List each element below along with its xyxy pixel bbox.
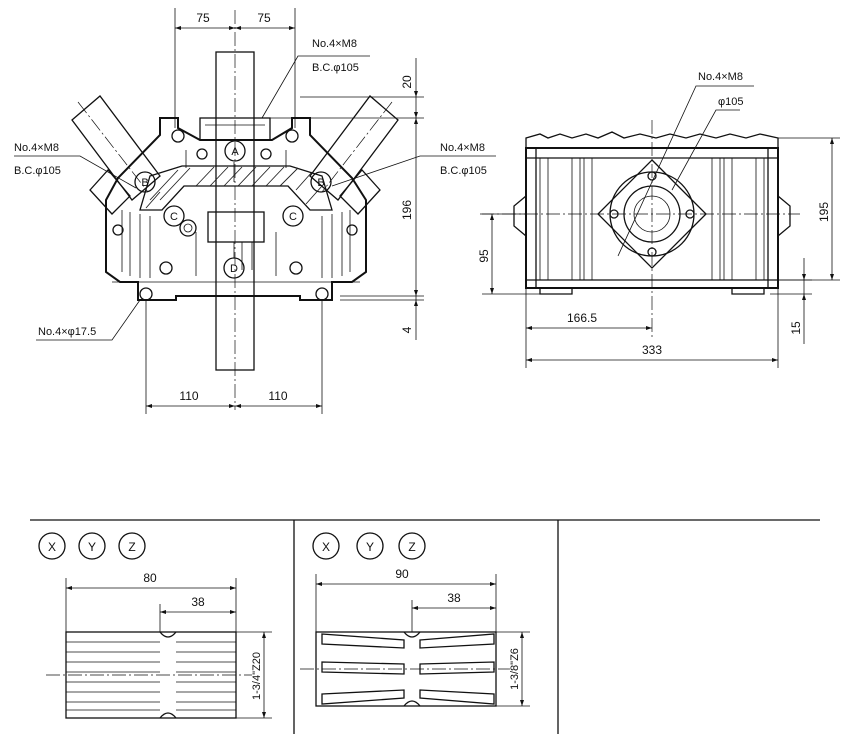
hatched-band: [139, 165, 333, 211]
dim-195-text: 195: [817, 202, 831, 222]
dim-15-text: 15: [789, 321, 803, 335]
shaft-left-circle-y: Y: [88, 540, 96, 554]
note-bottom-text: No.4×φ17.5: [38, 326, 96, 338]
dim-15: 15: [770, 258, 812, 344]
port-b-left-label: B: [141, 177, 148, 189]
left-angled-pipe: [71, 95, 161, 215]
side-note-line2: φ105: [718, 96, 744, 108]
shaft-left-spec: 1-3/4"Z20: [251, 652, 263, 700]
note-top: No.4×M8 B.C.φ105: [261, 38, 370, 119]
dim-166-text: 166.5: [567, 311, 597, 325]
dim-75-right: 75: [257, 11, 271, 25]
shaft-left-circle-z: Z: [128, 540, 135, 554]
side-note-line1: No.4×M8: [698, 71, 743, 83]
shaft-right-circle-y: Y: [366, 540, 374, 554]
shaft-right-circle-z: Z: [408, 540, 415, 554]
dim-110-right: 110: [268, 389, 287, 403]
note-top-line2: B.C.φ105: [312, 62, 359, 74]
port-d-label: D: [230, 263, 238, 275]
dim-right: 20 196 4: [266, 58, 424, 340]
side-flange: [597, 159, 707, 269]
dim-20: 20: [400, 75, 414, 89]
dim-110-left: 110: [179, 389, 198, 403]
port-b-right-label: B: [317, 177, 324, 189]
dim-196: 196: [400, 200, 414, 220]
shaft-left-dim-spline: 38: [191, 595, 205, 609]
dim-166: 166.5: [525, 288, 652, 368]
dim-333: 333: [526, 288, 779, 368]
note-left-line2: B.C.φ105: [14, 165, 61, 177]
note-right: No.4×M8 B.C.φ105: [331, 142, 496, 187]
dim-bottom: 110 110: [145, 300, 323, 414]
shaft-left-dim-overall: 80: [143, 571, 157, 585]
dim-95-text: 95: [477, 249, 491, 263]
dim-195: 195: [778, 137, 840, 281]
shaft-right-circle-x: X: [322, 540, 330, 554]
note-bottom: No.4×φ17.5: [36, 299, 141, 341]
note-left: No.4×M8 B.C.φ105: [14, 142, 137, 189]
port-c-left-label: C: [170, 211, 178, 223]
shaft-right-dim-spline: 38: [447, 591, 461, 605]
dim-333-text: 333: [642, 343, 662, 357]
shaft-left: X Y Z: [38, 532, 272, 719]
note-right-line1: No.4×M8: [440, 142, 485, 154]
shaft-table: X Y Z: [30, 519, 820, 734]
side-view: No.4×M8 φ105 195 95 166.5: [477, 71, 840, 368]
front-view: A B B C C D 75 75: [14, 8, 496, 414]
dim-top: 75 75: [174, 8, 296, 128]
dim-95: 95: [477, 213, 540, 295]
note-left-line1: No.4×M8: [14, 142, 59, 154]
shaft-left-circle-x: X: [48, 540, 56, 554]
side-note: No.4×M8 φ105: [617, 71, 754, 257]
port-labels: A B B C C D: [134, 140, 332, 279]
shaft-right-dim-overall: 90: [395, 567, 409, 581]
note-right-line2: B.C.φ105: [440, 165, 487, 177]
dim-4: 4: [400, 326, 414, 333]
shaft-right: X Y Z 90: [300, 532, 530, 707]
port-a-label: A: [231, 146, 239, 158]
body-ribs: [112, 150, 360, 283]
right-angled-pipe: [309, 95, 399, 215]
dim-75-left: 75: [196, 11, 210, 25]
shaft-right-spec: 1-3/8"Z6: [509, 648, 521, 690]
side-ribs: [539, 157, 765, 281]
port-c-right-label: C: [289, 211, 297, 223]
note-top-line1: No.4×M8: [312, 38, 357, 50]
